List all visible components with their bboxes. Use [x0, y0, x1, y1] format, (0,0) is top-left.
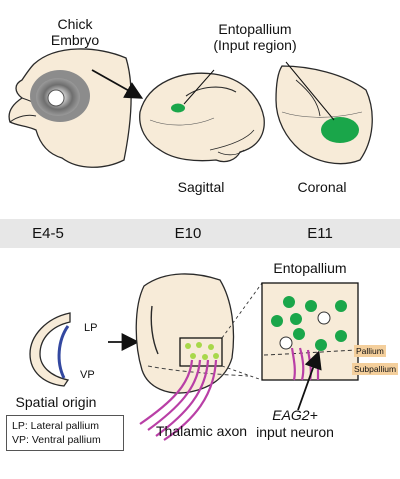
abbreviation-legend: LP: Lateral pallium VP: Ventral pallium	[6, 415, 124, 452]
sagittal-brain-illustration	[139, 72, 265, 163]
zoom-box	[179, 337, 223, 367]
embryo-to-brain-arrow	[91, 69, 144, 99]
stage-e11: E11	[307, 225, 333, 242]
entopallium-pointer-coronal	[285, 61, 335, 121]
pallium-tag: Pallium	[354, 345, 386, 357]
legend-vp: VP: Ventral pallium	[12, 434, 101, 447]
entopallium-title: Entopallium	[273, 260, 347, 276]
eag2-gene-label: EAG2+	[272, 407, 318, 423]
spatial-origin-crescent	[29, 312, 71, 387]
thalamic-axons	[139, 359, 218, 441]
zoom-connector-top	[221, 282, 263, 339]
sagittal-label: Sagittal	[177, 179, 225, 195]
spatial-origin-label: Spatial origin	[15, 394, 97, 410]
legend-lp: LP: Lateral pallium	[12, 420, 99, 432]
chick-embryo-illustration	[8, 48, 132, 168]
entopallium-input-region-label: Entopallium (Input region)	[213, 21, 297, 53]
vp-label: VP	[80, 369, 95, 381]
e10-brain-illustration	[135, 273, 249, 441]
chick-embryo-label: Chick Embryo	[50, 16, 100, 48]
coronal-brain-illustration	[275, 65, 373, 165]
subpallium-tag: Subpallium	[352, 363, 399, 375]
eag2-neuron-arrow	[297, 350, 322, 411]
input-neuron-label: input neuron	[256, 424, 334, 440]
entopallium-pointer-sagittal	[183, 69, 215, 105]
stage-e4-5: E4-5	[32, 225, 64, 242]
stage-e10: E10	[174, 225, 202, 242]
stage-band	[0, 219, 400, 248]
entopallium-zoom-panel	[261, 282, 359, 381]
coronal-label: Coronal	[297, 179, 347, 195]
zoom-connector-bottom	[221, 365, 263, 381]
thalamic-axon-label: Thalamic axon	[156, 423, 248, 439]
lp-label: LP	[84, 322, 98, 334]
